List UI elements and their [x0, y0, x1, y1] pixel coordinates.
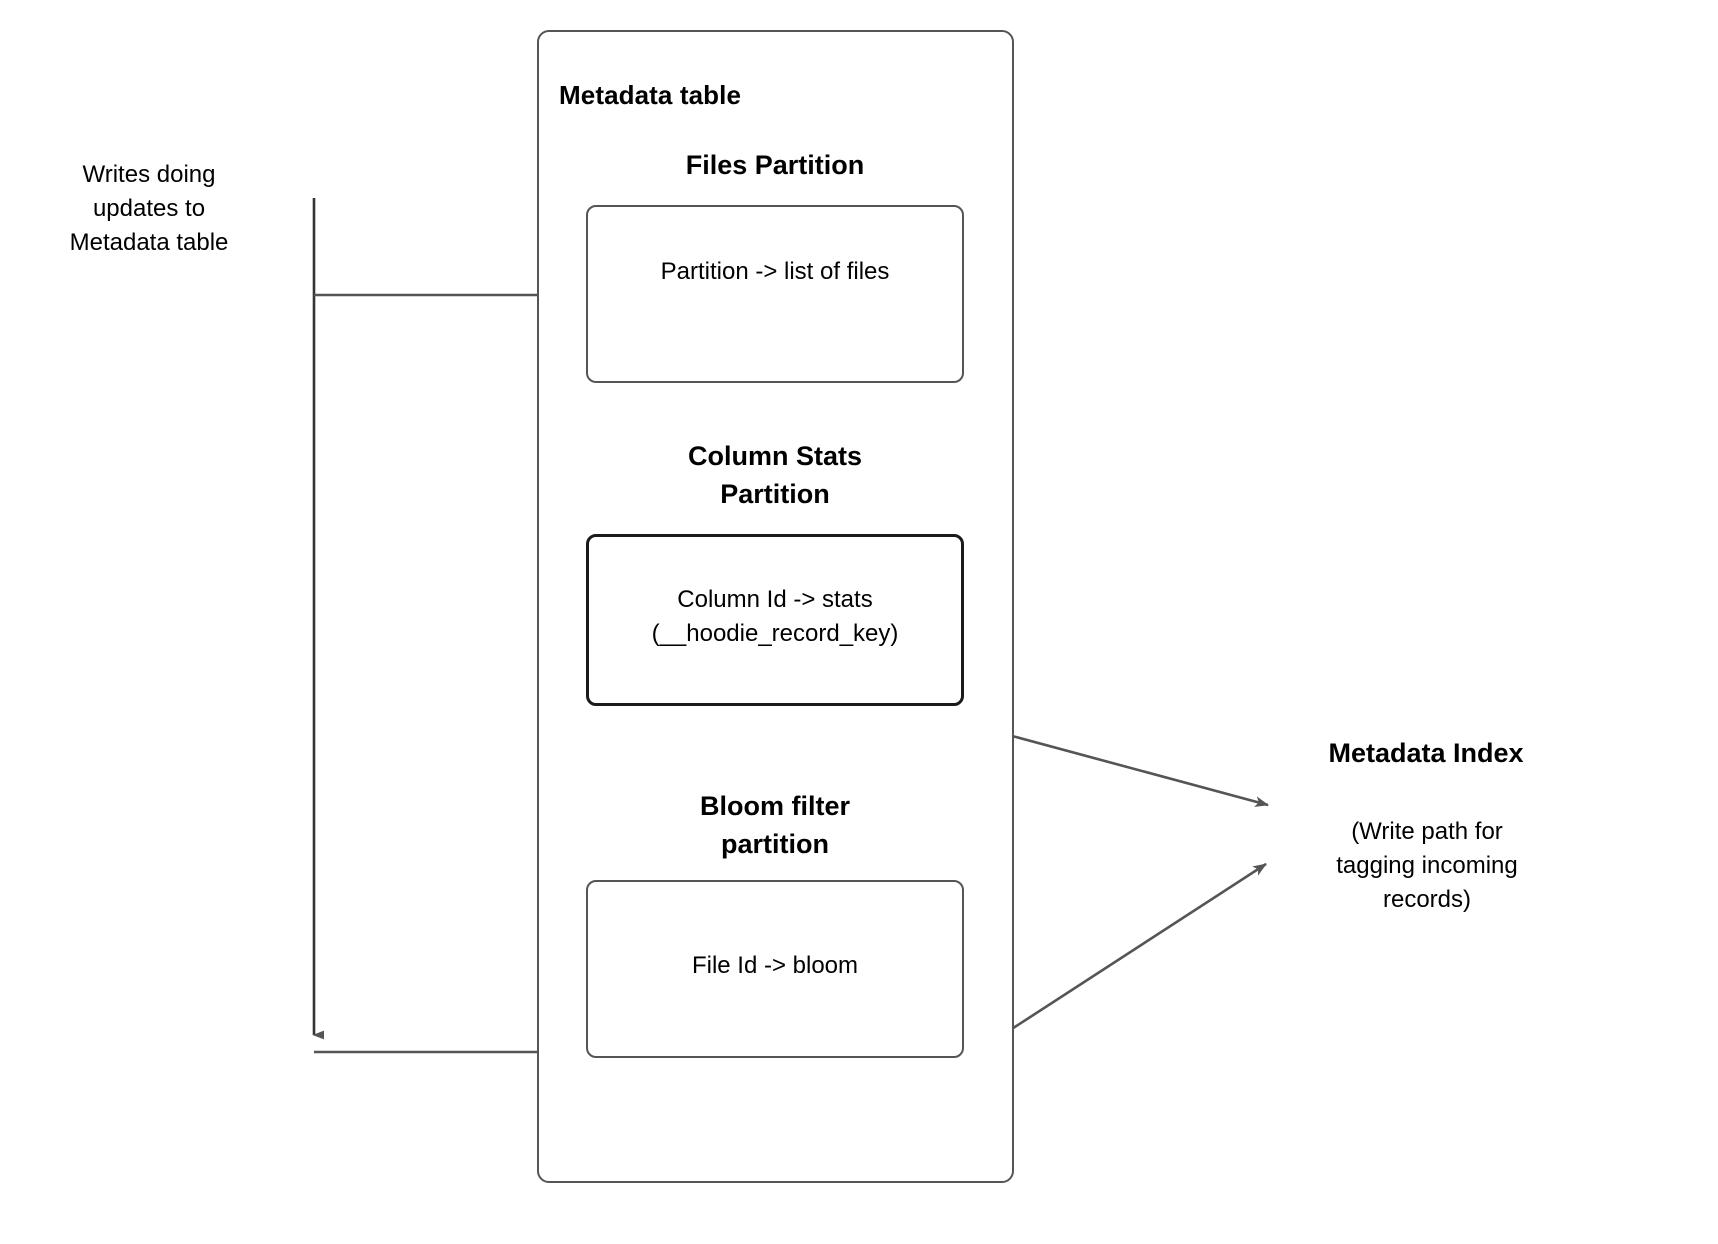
- column-stats-partition-box: [586, 534, 964, 706]
- bloom-filter-partition-heading: Bloom filter partition: [699, 791, 850, 860]
- files-partition-box: [586, 205, 964, 383]
- files-partition-heading: Files Partition: [685, 150, 865, 180]
- column-stats-partition-heading: Column Stats Partition: [687, 441, 862, 510]
- bloom-filter-partition-box: [586, 880, 964, 1058]
- column-stats-partition-body-text: Column Id -> stats (__hoodie_record_key): [651, 586, 899, 648]
- files-partition-body-text: Partition -> list of files: [660, 258, 890, 285]
- writes-annotation-label: Writes doing updates to Metadata table: [69, 161, 229, 257]
- metadata-index-subtitle: (Write path for tagging incoming records…: [1336, 818, 1518, 914]
- metadata-index-title: Metadata Index: [1328, 738, 1524, 768]
- bloom-filter-partition-body-text: File Id -> bloom: [691, 952, 859, 979]
- metadata-table-title: Metadata table: [559, 80, 742, 110]
